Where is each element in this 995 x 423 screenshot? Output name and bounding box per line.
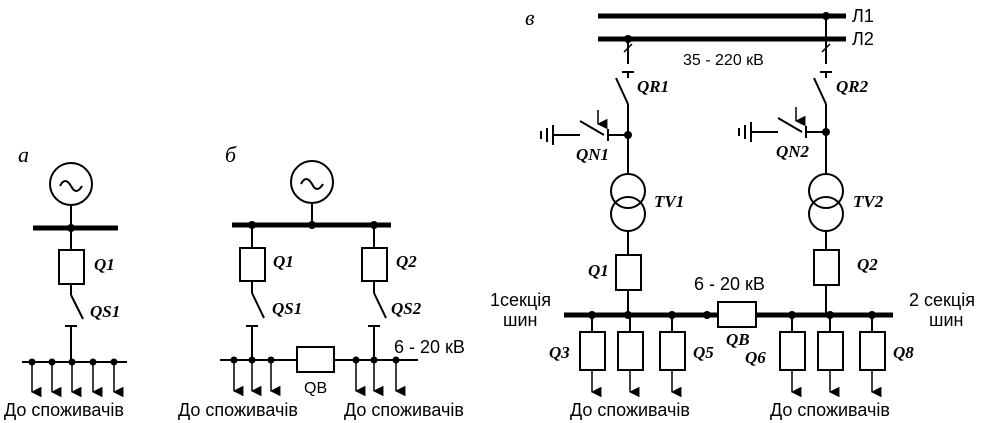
breaker-q7 bbox=[817, 331, 844, 371]
label-q2-b: Q2 bbox=[396, 252, 417, 271]
label-q1-c: Q1 bbox=[588, 261, 609, 280]
breaker-q2-b bbox=[361, 247, 388, 282]
voltage-label-b: 6 - 20 кВ bbox=[394, 337, 465, 357]
left-hv-branch: QR1 QN1 TV1 Q1 bbox=[540, 39, 684, 315]
label-qs1-b: QS1 bbox=[272, 299, 302, 318]
right-hv-branch: QR2 QN2 TV2 Q2 bbox=[738, 16, 884, 315]
breaker-q3 bbox=[579, 331, 606, 371]
section1-label-line2: шин bbox=[503, 310, 537, 330]
label-q2-c: Q2 bbox=[857, 255, 878, 274]
generator-b bbox=[290, 160, 334, 204]
label-qr1: QR1 bbox=[637, 77, 669, 96]
section-breaker-qb-b bbox=[296, 346, 335, 373]
disconnector-qs2-b bbox=[373, 292, 387, 319]
section1-label-line1: 1секція bbox=[490, 290, 551, 310]
breaker-q8 bbox=[859, 331, 886, 371]
disconnector-qs1-b bbox=[251, 292, 265, 319]
breaker-q5 bbox=[659, 331, 686, 371]
label-q6: Q6 bbox=[745, 348, 766, 367]
label-qs2-b: QS2 bbox=[391, 299, 422, 318]
feeders-section-2: Q6 Q8 bbox=[745, 311, 914, 398]
label-q1-b: Q1 bbox=[273, 252, 294, 271]
label-l2: Л2 bbox=[852, 29, 874, 49]
feeders-section-1: Q3 Q5 bbox=[549, 311, 714, 398]
breaker-q1-b bbox=[239, 247, 266, 282]
panel-b-letter: б bbox=[225, 142, 237, 167]
label-qs1-a: QS1 bbox=[90, 302, 120, 321]
breaker-q6 bbox=[779, 331, 806, 371]
lv-voltage-label: 6 - 20 кВ bbox=[694, 274, 765, 294]
section-breaker-qb-c bbox=[717, 301, 757, 328]
label-qb-c: QB bbox=[726, 330, 750, 349]
consumers-label-b-left: До споживачів bbox=[178, 400, 298, 420]
label-qn1: QN1 bbox=[576, 145, 609, 164]
disconnector-qr2 bbox=[813, 77, 827, 105]
hv-voltage-label: 35 - 220 кВ bbox=[683, 52, 764, 69]
consumers-label-b-right: До споживачів bbox=[344, 400, 464, 420]
label-qr2: QR2 bbox=[836, 77, 869, 96]
section2-label-line1: 2 секція bbox=[909, 290, 975, 310]
consumers-label-a: До споживачів bbox=[4, 400, 124, 420]
grounding-switch-qn2 bbox=[777, 117, 803, 133]
disconnector-qs1-a bbox=[70, 294, 84, 320]
consumers-label-c-left: До споживачів bbox=[570, 400, 690, 420]
panel-a-letter: а bbox=[18, 142, 29, 167]
panel-b: б Q1 QS1 Q2 QS2 QB 6 - 20 кВ bbox=[178, 142, 465, 420]
consumers-label-c-right: До споживачів bbox=[770, 400, 890, 420]
label-tv2: TV2 bbox=[853, 192, 884, 211]
breaker-q2-c bbox=[813, 249, 840, 286]
feeders-b bbox=[230, 356, 406, 397]
disconnector-qr1 bbox=[615, 77, 629, 105]
grounding-switch-qn1 bbox=[579, 120, 605, 136]
panel-a: а Q1 QS1 До споживачів bbox=[4, 142, 127, 420]
label-q3: Q3 bbox=[549, 343, 570, 362]
breaker-q1-a bbox=[58, 249, 85, 285]
label-qb-b: QB bbox=[304, 380, 327, 397]
generator-a bbox=[49, 162, 93, 206]
label-qn2: QN2 bbox=[776, 142, 810, 161]
feeders-a bbox=[28, 358, 124, 398]
label-l1: Л1 bbox=[852, 6, 874, 26]
label-q1-a: Q1 bbox=[94, 255, 115, 274]
breaker-q1-c bbox=[615, 254, 642, 291]
label-q5: Q5 bbox=[693, 343, 714, 362]
panel-c-letter: в bbox=[525, 5, 535, 30]
section2-label-line2: шин bbox=[929, 310, 963, 330]
breaker-q4 bbox=[617, 331, 644, 371]
panel-c: в Л1 Л2 35 - 220 кВ QR1 QN1 bbox=[490, 5, 975, 420]
label-q8: Q8 bbox=[893, 343, 914, 362]
label-tv1: TV1 bbox=[654, 192, 684, 211]
